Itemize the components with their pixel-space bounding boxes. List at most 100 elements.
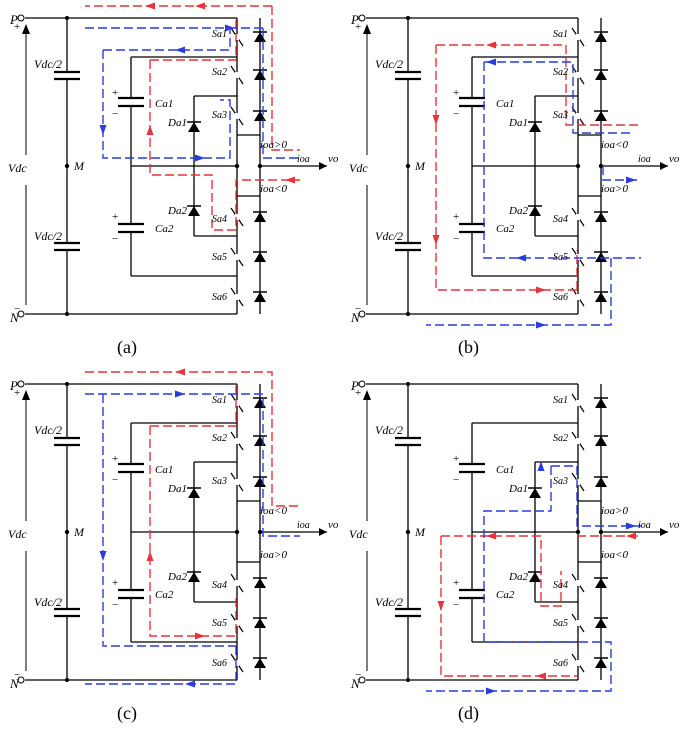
da2-label: Da2 <box>167 571 187 583</box>
switch-label-sa1: Sa1 <box>212 395 227 406</box>
panel-caption: (c) <box>117 703 137 724</box>
terminal-p-plus: + <box>355 387 361 399</box>
current-path-red <box>440 536 577 677</box>
midpoint-label: M <box>414 525 426 539</box>
terminal-n-minus: − <box>355 669 361 681</box>
current-bottom-label: ioa>0 <box>260 549 287 561</box>
switch-label-sa2: Sa2 <box>553 67 568 78</box>
switch-label-sa6: Sa6 <box>553 292 568 303</box>
current-path-blue <box>426 466 612 692</box>
current-direction-arrow <box>536 321 546 329</box>
current-path-blue <box>551 465 641 527</box>
switch-label-sa1: Sa1 <box>553 395 568 406</box>
ca1-label: Ca1 <box>496 464 514 476</box>
lower-dc-cap-label: Vdc/2 <box>34 229 62 243</box>
current-direction-arrow <box>195 2 205 10</box>
ioa-label: ioa <box>297 520 310 531</box>
ca1-minus: − <box>112 474 118 486</box>
vo-label: vo <box>669 519 680 531</box>
switch-label-sa4: Sa4 <box>212 214 227 225</box>
ca1-plus: + <box>112 87 118 99</box>
upper-dc-cap-label: Vdc/2 <box>375 423 403 437</box>
midpoint-label: M <box>73 159 85 173</box>
circuit-panel: P+N−VdcVdc/2Vdc/2M+−+−Ca1Ca2Da1Da2Sa1Sa2… <box>8 368 339 724</box>
current-path-blue <box>602 166 641 181</box>
ioa-label: ioa <box>638 154 651 165</box>
terminal-p-label: P <box>350 12 359 27</box>
terminal-n-minus: − <box>14 303 20 315</box>
terminal-p-label: P <box>9 378 18 393</box>
ca2-plus: + <box>453 211 459 223</box>
current-direction-arrow <box>285 176 295 184</box>
da1-label: Da1 <box>167 117 187 129</box>
switch-label-sa6: Sa6 <box>212 292 227 303</box>
switch-label-sa4: Sa4 <box>553 580 568 591</box>
current-path-red <box>150 20 237 61</box>
current-direction-arrow <box>175 368 185 376</box>
switch-label-sa4: Sa4 <box>553 214 568 225</box>
current-direction-arrow <box>437 601 445 611</box>
current-direction-arrow <box>185 680 195 688</box>
current-path-blue <box>484 61 631 134</box>
ca2-plus: + <box>112 577 118 589</box>
midpoint-label: M <box>414 159 426 173</box>
current-path-blue <box>85 646 237 685</box>
current-direction-arrow <box>145 2 155 10</box>
ca2-minus: − <box>112 599 118 611</box>
circuit-schematic <box>357 379 670 685</box>
lower-dc-cap-label: Vdc/2 <box>375 229 403 243</box>
vdc-label: Vdc <box>8 527 27 541</box>
current-direction-arrow <box>626 522 636 530</box>
panel-caption: (b) <box>458 337 479 358</box>
terminal-n-minus: − <box>355 303 361 315</box>
current-path-red <box>436 44 641 126</box>
switch-label-sa2: Sa2 <box>212 67 227 78</box>
current-top-label: ioa<0 <box>260 505 287 517</box>
upper-dc-cap-label: Vdc/2 <box>34 423 62 437</box>
current-path-red <box>441 535 562 607</box>
ca2-minus: − <box>453 599 459 611</box>
terminal-n-label: N <box>9 676 20 691</box>
switch-label-sa2: Sa2 <box>553 433 568 444</box>
current-direction-arrow <box>486 58 496 66</box>
current-direction-arrow <box>146 551 154 561</box>
da2-label: Da2 <box>167 205 187 217</box>
switch-label-sa5: Sa5 <box>212 618 227 629</box>
circuit-schematic <box>357 13 670 319</box>
current-path-blue <box>483 62 641 259</box>
switch-label-sa2: Sa2 <box>212 433 227 444</box>
ca1-minus: − <box>112 108 118 120</box>
current-direction-arrow <box>175 46 185 54</box>
vo-label: vo <box>669 153 680 165</box>
ca1-label: Ca1 <box>155 98 173 110</box>
ca2-label: Ca2 <box>155 223 174 235</box>
current-direction-arrow <box>195 154 205 162</box>
vo-label: vo <box>328 519 339 531</box>
current-direction-arrow <box>537 461 545 471</box>
da1-label: Da1 <box>167 483 187 495</box>
ca1-minus: − <box>453 108 459 120</box>
current-bottom-label: ioa<0 <box>601 549 628 561</box>
switch-label-sa3: Sa3 <box>553 476 568 487</box>
vo-label: vo <box>328 153 339 165</box>
current-path-blue <box>426 258 612 326</box>
current-direction-arrow <box>146 125 154 135</box>
switch-label-sa1: Sa1 <box>553 29 568 40</box>
current-bottom-label: ioa<0 <box>260 183 287 195</box>
current-direction-arrow <box>99 551 107 561</box>
switch-label-sa6: Sa6 <box>212 658 227 669</box>
switch-label-sa3: Sa3 <box>553 110 568 121</box>
ca2-label: Ca2 <box>496 223 515 235</box>
da1-label: Da1 <box>508 117 528 129</box>
vdc-label: Vdc <box>349 161 368 175</box>
lower-dc-cap-label: Vdc/2 <box>375 595 403 609</box>
ioa-label: ioa <box>297 154 310 165</box>
circuit-panel: P+N−VdcVdc/2Vdc/2M+−+−Ca1Ca2Da1Da2Sa1Sa2… <box>349 12 680 358</box>
vdc-label: Vdc <box>8 161 27 175</box>
current-direction-arrow <box>195 632 205 640</box>
circuit-schematic <box>16 13 329 319</box>
vdc-label: Vdc <box>349 527 368 541</box>
current-path-red <box>435 45 577 291</box>
ca1-plus: + <box>453 87 459 99</box>
upper-dc-cap-label: Vdc/2 <box>375 57 403 71</box>
